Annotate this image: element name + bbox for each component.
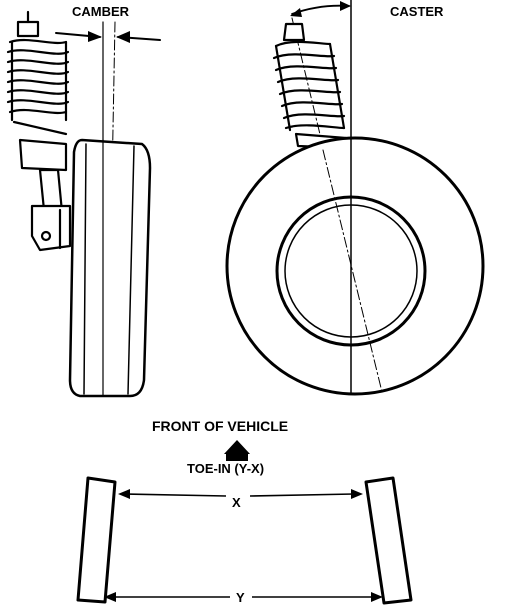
- camber-view: CAMBER: [6, 4, 161, 398]
- camber-wheel: [68, 138, 152, 398]
- caster-tire: [225, 136, 485, 396]
- front-of-vehicle-label: FRONT OF VEHICLE: [152, 418, 288, 434]
- caster-strut-spring: [272, 22, 350, 150]
- caster-arc-arrowhead-left: [290, 8, 302, 17]
- x-label: X: [232, 495, 241, 510]
- caster-arc-arrowhead-right: [340, 1, 351, 11]
- caster-label: CASTER: [390, 4, 444, 19]
- caster-view: CASTER: [225, 0, 485, 396]
- toe-left-wheel: [76, 476, 117, 604]
- toe-right-wheel: [364, 476, 413, 605]
- arrow-up-icon: [224, 440, 250, 461]
- toe-in-label: TOE-IN (Y-X): [187, 461, 264, 476]
- toe-in-view: FRONT OF VEHICLE TOE-IN (Y-X) X Y: [76, 418, 413, 605]
- toe-x-dimension: [118, 489, 363, 499]
- camber-left-arrow: [55, 31, 102, 42]
- caster-wheel: [225, 136, 485, 396]
- camber-label: CAMBER: [72, 4, 130, 19]
- camber-strut-body: [18, 138, 72, 252]
- camber-strut-spring: [6, 10, 70, 136]
- toe-y-dimension: [104, 592, 383, 602]
- camber-right-arrow: [116, 31, 161, 43]
- y-label: Y: [236, 590, 245, 605]
